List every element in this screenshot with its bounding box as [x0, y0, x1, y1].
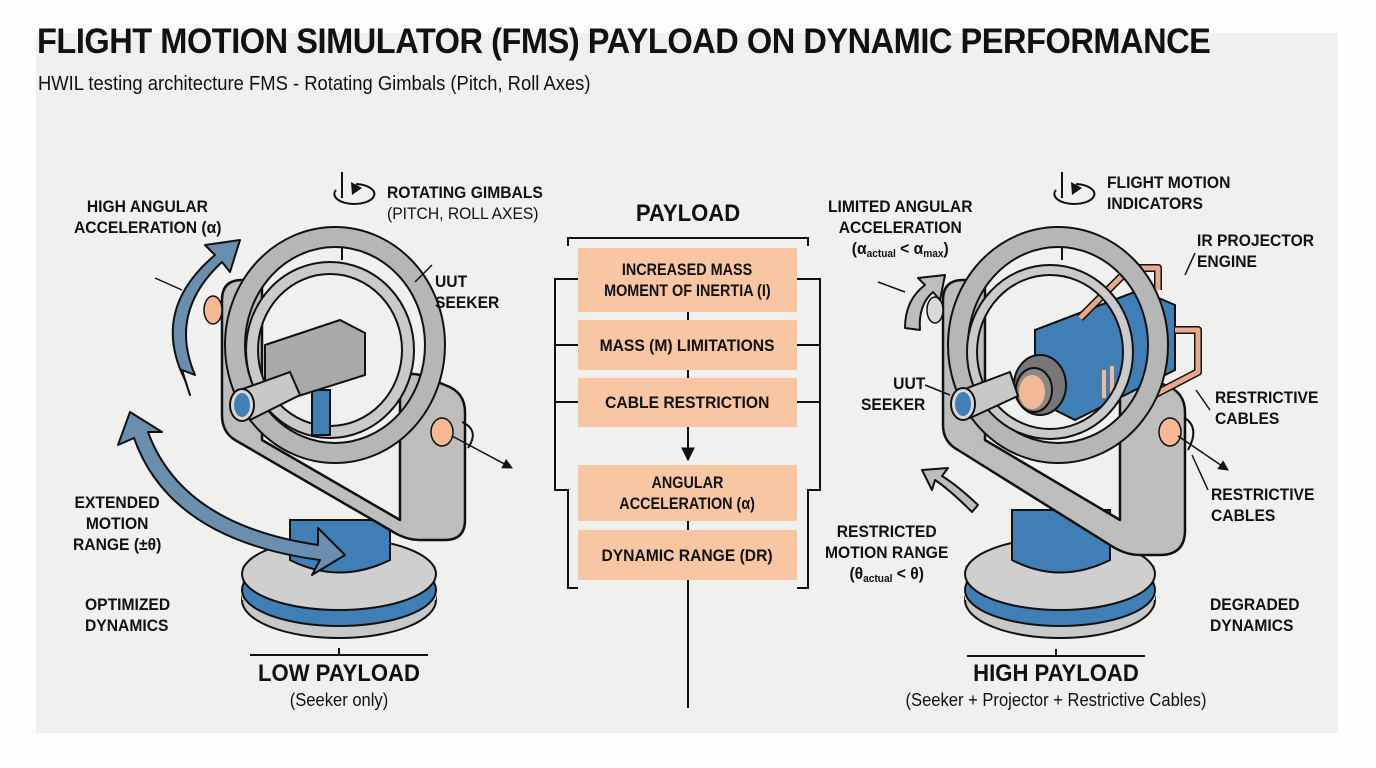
uut-seeker-label: UUT SEEKER — [861, 373, 925, 415]
high-payload-subtitle: (Seeker + Projector + Restrictive Cables… — [905, 690, 1207, 710]
label-line: MOTION RANGE — [825, 543, 949, 562]
label-line: DYNAMICS — [85, 616, 169, 635]
restricted-motion-range-label: RESTRICTED MOTION RANGE (θactual < θ) — [825, 521, 948, 590]
optimized-dynamics-label: OPTIMIZED DYNAMICS — [85, 594, 170, 636]
limited-acceleration-arrow — [904, 274, 946, 331]
box-label: CABLE RESTRICTION — [605, 393, 770, 412]
comparison: < θ — [892, 564, 919, 583]
label-line: DYNAMICS — [1210, 616, 1294, 635]
yoke-frame — [941, 278, 1187, 557]
label-line: RANGE (±θ) — [73, 535, 162, 554]
restrictive-cables-label-2: RESTRICTIVE CABLES — [1211, 484, 1314, 526]
less-than: < — [895, 239, 914, 258]
payload-flow-lines — [554, 237, 821, 708]
high-acceleration-label: HIGH ANGULAR ACCELERATION (α) — [74, 196, 221, 238]
label-line: DEGRADED — [1210, 595, 1300, 614]
outcome-dynamic-range: DYNAMIC RANGE (DR) — [578, 530, 797, 580]
alpha-symbol: α — [913, 239, 924, 258]
projector-lens — [1013, 354, 1067, 416]
box-line: ACCELERATION (α) — [619, 494, 756, 513]
page-subtitle: HWIL testing architecture FMS - Rotating… — [38, 73, 591, 95]
high-acceleration-arrow — [171, 239, 241, 396]
box-line: ANGULAR — [651, 473, 724, 492]
label-line: RESTRICTIVE — [1215, 388, 1319, 407]
label-line: ACCELERATION (α) — [74, 218, 222, 237]
subscript: max — [923, 248, 944, 260]
label-line: ENGINE — [1197, 252, 1257, 271]
degraded-dynamics-label: DEGRADED DYNAMICS — [1210, 594, 1300, 636]
high-payload-bracket — [967, 649, 1145, 657]
label-line: (θactual < θ) — [849, 564, 924, 585]
label-line: IR PROJECTOR — [1197, 231, 1315, 250]
ir-projector-engine-label: IR PROJECTOR ENGINE — [1197, 230, 1314, 272]
label-line: INDICATORS — [1107, 194, 1203, 213]
pivot-bearing — [926, 296, 944, 324]
label-line: (αactual < αmax) — [851, 239, 949, 260]
page-title: FLIGHT MOTION SIMULATOR (FMS) PAYLOAD ON… — [37, 22, 1211, 61]
label-line: UUT — [893, 374, 926, 393]
extended-range-arrow — [117, 411, 346, 576]
base-pedestal — [241, 519, 437, 639]
box-label: MASS (M) LIMITATIONS — [600, 335, 775, 355]
payload-factor-cable: CABLE RESTRICTION — [578, 378, 797, 427]
low-payload-subtitle: (Seeker only) — [289, 690, 389, 710]
high-payload-fms-illustration — [877, 172, 1229, 657]
box-line: MOMENT OF INERTIA (I) — [604, 281, 771, 300]
label-line: CABLES — [1215, 409, 1280, 428]
label-line: ACCELERATION — [838, 218, 962, 237]
flight-motion-indicators-label: FLIGHT MOTION INDICATORS — [1107, 172, 1230, 214]
payload-factor-inertia: INCREASED MASS MOMENT OF INERTIA (I) — [578, 248, 797, 312]
theta-symbol: θ — [854, 564, 864, 583]
label-line: RESTRICTIVE — [1211, 485, 1315, 504]
restricted-range-arrow — [921, 467, 979, 513]
outcome-angular-acceleration: ANGULAR ACCELERATION (α) — [578, 465, 797, 521]
low-payload-fms-illustration — [117, 172, 513, 656]
alpha-symbol: α — [856, 239, 867, 258]
label-line: SEEKER — [435, 293, 500, 312]
yoke-frame — [220, 278, 467, 542]
label-line: RESTRICTED — [836, 522, 937, 541]
uut-seeker-label: UUT SEEKER — [435, 271, 499, 313]
label-line: EXTENDED — [74, 493, 160, 512]
pivot-bearing — [430, 417, 454, 447]
rotating-gimbals-label: ROTATING GIMBALS (PITCH, ROLL AXES) — [387, 182, 543, 224]
low-payload-title: LOW PAYLOAD — [258, 660, 420, 687]
label-line: ROTATING GIMBALS — [387, 183, 543, 202]
box-line: INCREASED MASS — [622, 260, 753, 279]
label-line: CABLES — [1211, 506, 1276, 525]
subscript: actual — [863, 573, 893, 585]
label-line: SEEKER — [861, 395, 926, 414]
label-line: LIMITED ANGULAR — [828, 197, 973, 216]
limited-acceleration-label: LIMITED ANGULAR ACCELERATION (αactual < … — [828, 196, 973, 265]
high-payload-title: HIGH PAYLOAD — [973, 660, 1139, 687]
label-line: OPTIMIZED — [85, 595, 171, 614]
gimbal-rings — [947, 226, 1169, 464]
low-payload-bracket — [250, 648, 428, 656]
label-line: UUT — [435, 272, 468, 291]
base-pedestal — [964, 509, 1156, 639]
label-line: MOTION — [85, 514, 149, 533]
uut-seeker — [950, 370, 1020, 421]
subscript: actual — [866, 248, 896, 260]
payload-heading: PAYLOAD — [635, 200, 741, 227]
payload-factor-mass: MASS (M) LIMITATIONS — [578, 320, 797, 370]
label-line: FLIGHT MOTION — [1107, 173, 1231, 192]
label-line: (PITCH, ROLL AXES) — [387, 204, 539, 223]
pivot-bearing — [203, 295, 223, 325]
label-line: HIGH ANGULAR — [86, 197, 208, 216]
extended-motion-range-label: EXTENDED MOTION RANGE (±θ) — [73, 492, 161, 555]
box-label: DYNAMIC RANGE (DR) — [601, 545, 774, 565]
uut-seeker — [229, 318, 366, 436]
restrictive-cables-label-1: RESTRICTIVE CABLES — [1215, 387, 1318, 429]
pivot-bearing — [1158, 417, 1182, 447]
